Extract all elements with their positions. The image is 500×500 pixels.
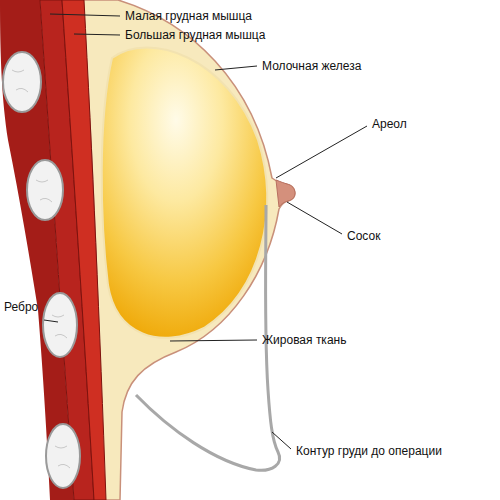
preop-contour [136, 205, 280, 470]
mammary-gland [102, 47, 267, 337]
part-label: Сосок [347, 229, 380, 243]
rib [43, 293, 77, 357]
rib [27, 160, 63, 220]
leader-line [74, 34, 120, 35]
leader-line [50, 14, 120, 16]
part-label: Молочная железа [262, 59, 361, 73]
rib-texture [12, 70, 70, 468]
leader-lines [44, 14, 367, 449]
part-label: Ареол [372, 117, 407, 131]
leader-line [215, 66, 257, 70]
leader-line [272, 432, 291, 449]
leader-line [276, 126, 367, 178]
rib [46, 424, 80, 488]
nipple [276, 180, 295, 207]
fat-tissue [82, 0, 295, 500]
leader-line [170, 340, 257, 341]
part-label: Ребро [4, 300, 38, 314]
leader-line [287, 202, 342, 234]
rib [3, 52, 41, 112]
part-label: Контур груди до операции [296, 444, 442, 458]
part-label: Малая грудная мышца [125, 9, 252, 23]
part-label: Большая грудная мышца [125, 28, 265, 42]
leader-line [44, 320, 58, 322]
ribs [3, 52, 80, 488]
part-label: Жировая ткань [262, 333, 346, 347]
